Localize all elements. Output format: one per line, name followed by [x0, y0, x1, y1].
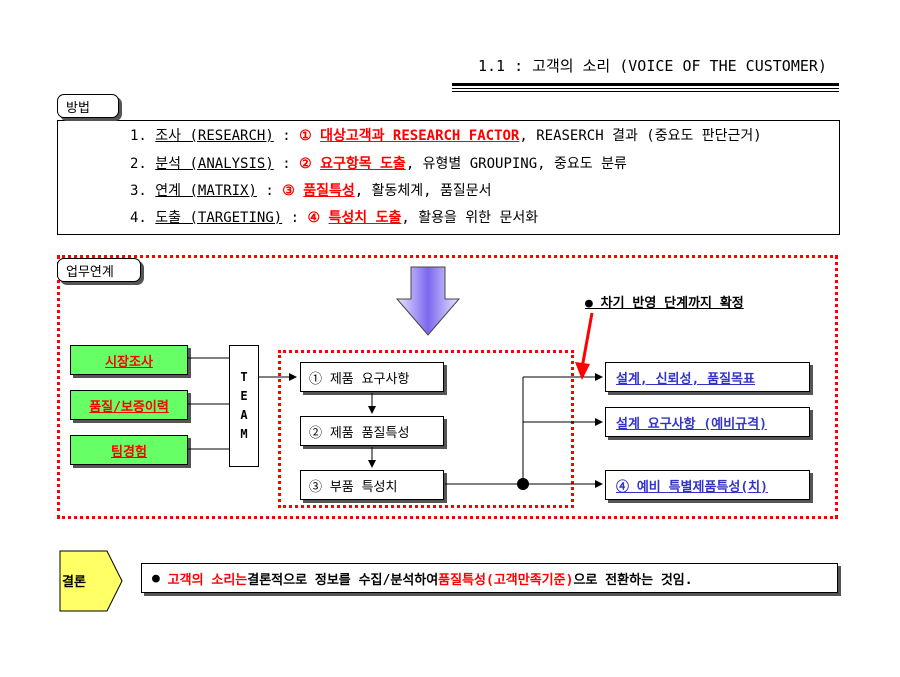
method-tag-label: 방법: [66, 100, 90, 116]
conclusion-tag: [59, 550, 123, 612]
method-tag: 방법: [57, 94, 119, 118]
method-line-3: 3. 연계 (MATRIX) : ③ 품질특성, 활동체계, 품질문서: [130, 183, 492, 199]
junction-dot: [517, 478, 529, 490]
input-quality-history: 품질/보증이력: [70, 390, 188, 420]
method-box: [57, 120, 840, 235]
step-2-box: ② 제품 품질특성: [300, 416, 444, 446]
down-arrow-icon: [395, 266, 461, 336]
input-market-research: 시장조사: [70, 345, 188, 375]
step-3-box: ③ 부품 특성치: [300, 470, 444, 500]
title-rule-thin-1: [452, 88, 839, 89]
output-2-box: 설계 요구사항 (예비규격): [605, 407, 810, 437]
workflow-tag-label: 업무연계: [66, 264, 114, 280]
workflow-area: [57, 255, 838, 519]
title-rule-thin-2: [452, 91, 839, 92]
conclusion-box: ● 고객의 소리는 결론적으로 정보를 수집/분석하여 품질특성(고객만족기준)…: [141, 563, 838, 593]
input-team-experience: 팀경험: [70, 435, 188, 465]
method-line-4: 4. 도출 (TARGETING) : ④ 특성치 도출, 활용을 위한 문서화: [130, 210, 539, 226]
process-frame: [278, 350, 574, 508]
bullet-icon: ●: [152, 570, 160, 586]
title-rule-thick: [452, 83, 839, 86]
flow-note: ● 차기 반영 단계까지 확정: [585, 296, 744, 311]
output-1-box: 설계, 신뢰성, 품질목표: [605, 362, 810, 392]
step-1-box: ① 제품 요구사항: [300, 362, 444, 392]
output-3-box: ④ 예비 특별제품특성(치): [605, 470, 810, 500]
workflow-tag: 업무연계: [57, 258, 141, 282]
page-title: 1.1 : 고객의 소리 (VOICE OF THE CUSTOMER): [478, 57, 827, 75]
method-line-2: 2. 분석 (ANALYSIS) : ② 요구항목 도출, 유형별 GROUPI…: [130, 156, 627, 172]
method-line-1: 1. 조사 (RESEARCH) : ① 대상고객과 RESEARCH FACT…: [130, 128, 762, 144]
conclusion-tag-label: 결론: [62, 575, 86, 590]
